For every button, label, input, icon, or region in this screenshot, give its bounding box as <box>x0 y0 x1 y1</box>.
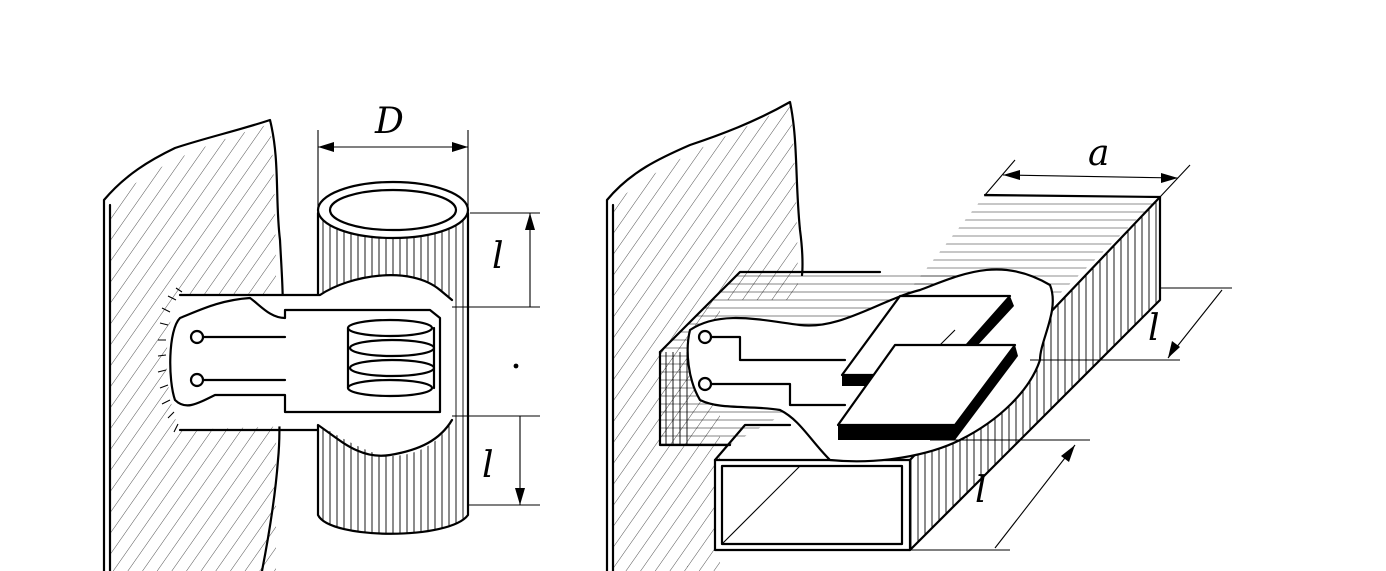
center-dot <box>513 363 519 369</box>
label-l-upper-right: l <box>1148 308 1160 349</box>
right-assembly: a l l <box>605 100 1232 571</box>
label-l-top: l <box>492 236 504 277</box>
mount-block <box>157 274 454 457</box>
label-l-lower-right: l <box>975 470 987 511</box>
label-a: a <box>1088 133 1109 174</box>
dimension-a: a <box>984 133 1191 198</box>
left-assembly: D l l <box>102 101 540 571</box>
dimension-l-top: l <box>452 212 540 308</box>
dimension-l-bottom: l <box>452 415 540 506</box>
electrode-plates <box>836 294 1090 441</box>
label-d: D <box>374 101 404 142</box>
spring-coil <box>346 318 436 398</box>
dimension-d: D <box>317 101 469 212</box>
dimension-l-upper-right: l <box>1030 287 1232 361</box>
dimension-l-lower-right: l <box>910 439 1090 551</box>
label-l-bottom: l <box>482 445 494 486</box>
